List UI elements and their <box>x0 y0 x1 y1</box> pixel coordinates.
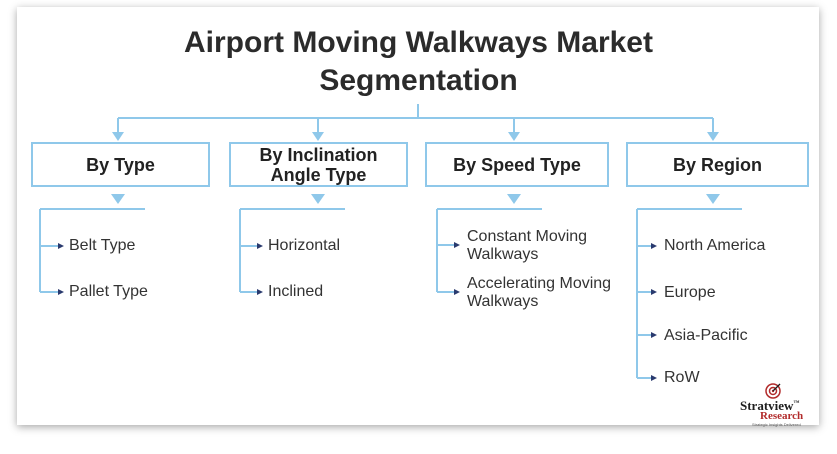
category-box-region: By Region <box>626 142 809 187</box>
category-label-inclination-1: By Inclination <box>259 144 378 165</box>
list-item-horizontal: Horizontal <box>268 237 341 254</box>
list-item-asia-pacific: Asia-Pacific <box>664 327 748 344</box>
drop-type-arrow <box>112 132 124 141</box>
region-down-arrow <box>706 194 720 204</box>
category-box-inclination: By Inclination Angle Type <box>229 142 408 187</box>
item-line-1: Constant Moving <box>467 228 588 245</box>
diagram-title: Airport Moving Walkways Market Segmentat… <box>0 24 837 100</box>
inclination-down-arrow <box>311 194 325 204</box>
category-label-speed: By Speed Type <box>453 154 581 175</box>
category-box-type: By Type <box>31 142 210 187</box>
title-line-2: Segmentation <box>319 64 518 97</box>
item-line-2: Walkways <box>467 246 539 263</box>
stratview-logo: Stratview™ Research Strategic Insights D… <box>740 382 818 427</box>
list-item-constant-moving: Constant Moving Walkways <box>467 228 587 264</box>
logo-tagline: Strategic Insights Delivered <box>752 422 801 427</box>
category-label-region: By Region <box>672 154 762 175</box>
diagram-card <box>17 7 819 425</box>
target-icon <box>765 383 781 399</box>
list-item-accelerating-moving: Accelerating Moving Walkways <box>467 275 611 311</box>
logo-sub: Research <box>760 410 804 422</box>
list-item-row: RoW <box>664 369 700 386</box>
drop-region-arrow <box>707 132 719 141</box>
item-line-1: Accelerating Moving <box>467 275 612 292</box>
category-label-type: By Type <box>86 154 155 175</box>
speed-down-arrow <box>507 194 521 204</box>
logo-brand: Stratview™ <box>740 398 800 413</box>
list-item-north-america: North America <box>664 237 766 254</box>
category-label-inclination-2: Angle Type <box>270 164 367 185</box>
list-item-europe: Europe <box>664 284 716 301</box>
title-line-1: Airport Moving Walkways Market <box>184 26 653 59</box>
drop-speed-arrow <box>508 132 520 141</box>
type-down-arrow <box>111 194 125 204</box>
category-box-speed: By Speed Type <box>425 142 609 187</box>
item-line-2: Walkways <box>467 293 539 310</box>
list-item-pallet-type: Pallet Type <box>69 283 148 300</box>
list-item-inclined: Inclined <box>268 283 324 300</box>
list-item-belt-type: Belt Type <box>69 237 136 254</box>
drop-inclination-arrow <box>312 132 324 141</box>
